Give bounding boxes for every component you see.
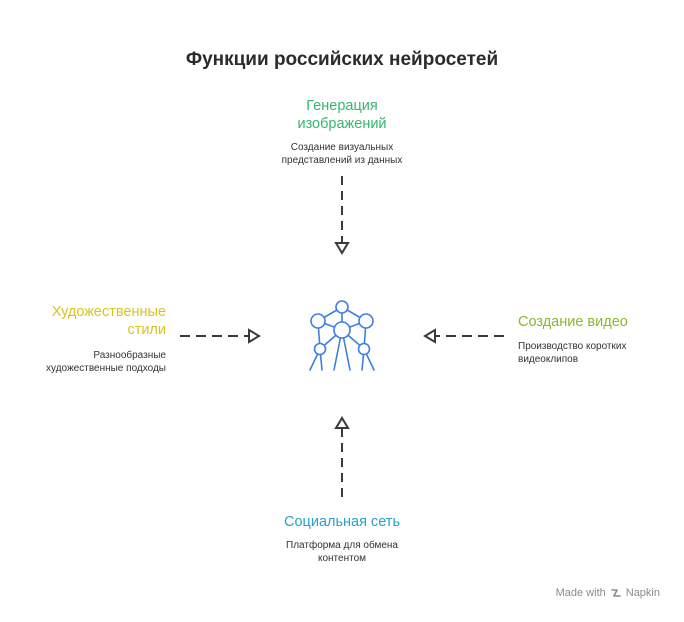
description-line: видеоклипов xyxy=(518,353,579,365)
heading-line: Художественные xyxy=(51,304,166,320)
description-line: художественные подходы xyxy=(46,362,166,374)
arrow-right-to-center xyxy=(423,328,504,344)
node-heading: Социальная сеть xyxy=(284,514,400,530)
arrow-left-to-center xyxy=(180,328,261,344)
footer-brand: Napkin xyxy=(625,587,660,599)
node-description: Создание визуальных представлений из дан… xyxy=(242,142,442,167)
footer-prefix: Made with xyxy=(555,587,606,599)
heading-line: изображений xyxy=(297,116,387,132)
description-line: Создание визуальных xyxy=(290,142,394,153)
arrow-bottom-to-center xyxy=(334,416,350,497)
diagram-title: Функции российских нейросетей xyxy=(185,49,499,70)
node-description: Производство коротких видеоклипов xyxy=(518,341,678,366)
node-art-styles: Художественные стили Разнообразные худож… xyxy=(20,303,166,375)
node-social-network: Социальная сеть Платформа для обмена кон… xyxy=(242,513,442,565)
description-line: Платформа для обмена xyxy=(286,540,398,551)
description-line: Разнообразные xyxy=(93,350,166,361)
heading-line: стили xyxy=(127,322,166,338)
description-line: Производство коротких xyxy=(518,341,627,352)
node-heading: Генерация изображений xyxy=(242,97,442,133)
description-line: представлений из данных xyxy=(281,154,403,166)
footer-branding: Made with Napkin xyxy=(556,587,660,599)
node-description: Платформа для обмена контентом xyxy=(242,540,442,565)
arrow-top-to-center xyxy=(334,176,350,255)
node-heading: Художественные стили xyxy=(20,303,166,339)
napkin-logo-icon xyxy=(610,587,622,599)
node-heading: Создание видео xyxy=(518,314,628,330)
node-video-creation: Создание видео Производство коротких вид… xyxy=(518,313,678,366)
node-image-generation: Генерация изображений Создание визуальны… xyxy=(242,97,442,167)
node-description: Разнообразные художественные подходы xyxy=(20,350,166,375)
neural-network-icon xyxy=(309,300,375,371)
heading-line: Генерация xyxy=(306,98,378,114)
description-line: контентом xyxy=(317,552,367,564)
